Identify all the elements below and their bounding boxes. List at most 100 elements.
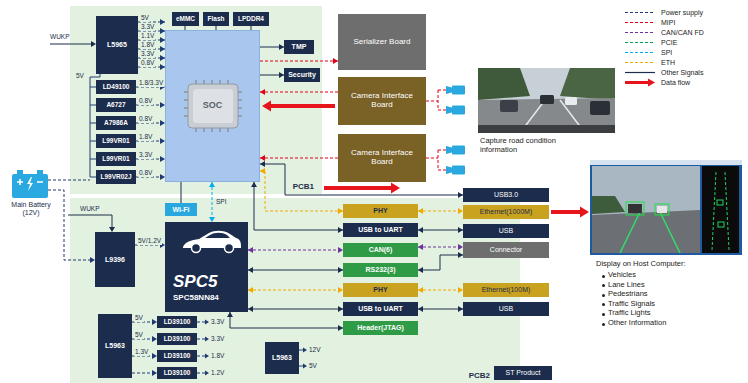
box-label: L99VR01 xyxy=(102,137,129,144)
bullet-dot xyxy=(602,294,605,297)
connector-line xyxy=(418,255,463,270)
connector-line xyxy=(418,309,463,310)
screen-box xyxy=(655,204,669,215)
data-flow-arrow xyxy=(551,210,581,214)
edge-label: 0.8V xyxy=(138,169,153,177)
arrow-head xyxy=(209,217,215,222)
arrow-head xyxy=(209,182,215,187)
edge-label-box: 1.3V xyxy=(134,348,149,356)
legend-sample xyxy=(624,68,656,77)
text-label-box: Lane Lines xyxy=(608,281,645,290)
arrow-head xyxy=(418,287,423,293)
box-label: Header(JTAG) xyxy=(357,324,404,332)
phy-box: PHY xyxy=(343,204,418,218)
edge-label: 0.8V xyxy=(140,59,155,67)
legend-line xyxy=(625,22,655,23)
connector xyxy=(185,26,186,30)
photo-car xyxy=(540,95,554,104)
camera-lens xyxy=(446,106,452,114)
photo-car xyxy=(590,101,610,115)
text-label-box: Vehicles xyxy=(608,271,636,280)
arrow-head xyxy=(458,244,463,250)
chip-box: L5965 xyxy=(96,16,138,74)
connector xyxy=(248,306,343,312)
chip-box: LD39100 xyxy=(157,350,197,362)
screen-titlebar xyxy=(590,160,742,165)
board-box: Camera Interface Board xyxy=(338,134,426,182)
text-label-box: Main Battery (12V) xyxy=(4,201,58,217)
connector-line xyxy=(260,164,463,195)
text-label-box: 1.2V xyxy=(211,369,224,376)
connector xyxy=(227,312,343,331)
legend-text: ETH xyxy=(661,58,675,67)
bullet-dot xyxy=(602,303,605,306)
text-label: Other Information xyxy=(608,319,666,328)
legend-sample xyxy=(624,78,656,87)
arrow-head xyxy=(251,182,257,187)
car-wheel xyxy=(192,244,201,253)
box-label: L9396 xyxy=(105,256,125,264)
legend-sample xyxy=(624,28,656,37)
interface-box: RS232(3) xyxy=(343,263,418,277)
legend-line xyxy=(625,12,655,13)
box-label: PCB2 xyxy=(469,372,490,381)
power-wire xyxy=(48,180,90,181)
chip-box: USB xyxy=(463,224,549,238)
power-output xyxy=(197,322,205,373)
edge-label-box: 3.3V xyxy=(138,151,153,159)
edge-label-box: 1.8/3.3V xyxy=(138,79,164,87)
edge-label-box: 0.8V xyxy=(138,169,153,177)
arrow-head xyxy=(458,208,463,214)
arrow-head xyxy=(338,287,343,293)
connector-line xyxy=(248,309,343,310)
legend-sample xyxy=(624,18,656,27)
connector xyxy=(248,267,343,273)
photo-sky xyxy=(478,68,615,133)
arrow-head xyxy=(338,306,343,312)
connector-line xyxy=(185,26,186,30)
text-label-box: 12V xyxy=(309,346,321,353)
connector xyxy=(260,155,338,161)
text-label-box: WUKP xyxy=(50,33,70,40)
road-photo xyxy=(478,68,615,133)
bullet-dot xyxy=(602,323,605,326)
text-label-box: WUKP xyxy=(80,205,100,212)
arrow-head xyxy=(91,41,96,47)
box-label: LD39100 xyxy=(164,369,191,376)
arrow-head xyxy=(205,320,209,376)
box-label: Camera Interface Board xyxy=(342,92,422,110)
chip-box: L9396 xyxy=(95,232,135,287)
legend-row: Other Signals xyxy=(624,68,703,77)
arrow-head xyxy=(160,37,165,43)
text-label: Vehicles xyxy=(608,271,636,280)
connector-line xyxy=(260,92,338,93)
arrow-head xyxy=(391,183,400,194)
data-flow-arrow xyxy=(270,104,335,108)
pcb-board: PCB1L5965eMMCFlashLPDDR4SOCTMPSecurityLD… xyxy=(70,6,322,194)
board-box: Connector xyxy=(463,242,549,258)
arrow-head xyxy=(260,89,265,95)
legend-row: Data flow xyxy=(624,78,690,87)
screen-panel xyxy=(702,166,739,253)
text-label: 1.8V xyxy=(211,352,224,359)
box-label: Camera Interface Board xyxy=(342,149,422,167)
arrow-head xyxy=(418,244,423,250)
box-label: LD49100 xyxy=(103,83,130,90)
arrow-head xyxy=(90,257,95,263)
wakeup-wire xyxy=(68,215,112,227)
chip-box: USB3.0 xyxy=(463,188,549,202)
box-label: PHY xyxy=(373,286,387,294)
arrow-head xyxy=(160,174,165,180)
legend-sample xyxy=(624,8,656,17)
camera-body xyxy=(452,106,465,115)
text-label-box: Traffic Lights xyxy=(608,309,651,318)
edge-label: 1.8V xyxy=(140,41,155,49)
box-label: Ethernet(1000M) xyxy=(480,208,533,216)
arrow-head xyxy=(418,306,423,312)
arrow-head xyxy=(160,19,165,25)
board-box: Serializer Board xyxy=(338,14,426,70)
arrow-head xyxy=(418,267,423,273)
arrow-head xyxy=(248,287,253,293)
legend-line xyxy=(625,52,655,53)
edge-label: SPI xyxy=(215,198,227,206)
